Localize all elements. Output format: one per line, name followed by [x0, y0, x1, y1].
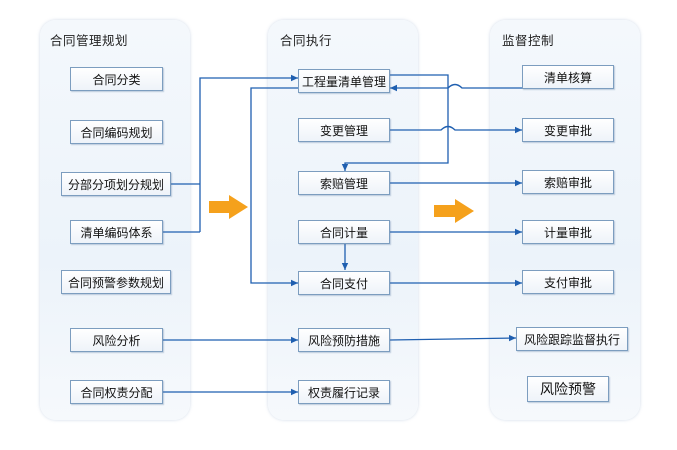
edge-prevention-to-tracking: [389, 334, 517, 342]
node-measurement-approval[interactable]: 计量审批: [522, 220, 614, 244]
node-risk-tracking[interactable]: 风险跟踪监督执行: [516, 327, 628, 351]
flow-arrow-execution-to-control: [434, 199, 474, 223]
lane-title-planning: 合同管理规划: [50, 33, 129, 48]
node-division-planning[interactable]: 分部分项划分规划: [61, 172, 171, 196]
edge-bill-check-feedback: [390, 83, 522, 92]
node-warning-parameter-planning[interactable]: 合同预警参数规划: [61, 270, 171, 294]
node-risk-analysis[interactable]: 风险分析: [70, 328, 163, 352]
lane-title-execution: 合同执行: [280, 33, 333, 48]
node-risk-warning[interactable]: 风险预警: [527, 376, 609, 402]
node-responsibility-record[interactable]: 权责履行记录: [298, 380, 390, 404]
edge-bus-to-bill-management: [199, 74, 298, 232]
flow-arrow-planning-to-execution: [209, 195, 248, 219]
edge-bill-management-to-payment: [250, 87, 298, 287]
lane-title-control: 监督控制: [502, 33, 555, 48]
node-contract-measurement[interactable]: 合同计量: [298, 220, 390, 244]
node-bill-coding-system[interactable]: 清单编码体系: [70, 220, 163, 244]
node-bill-management[interactable]: 工程量清单管理: [298, 69, 390, 93]
edge-bill-management-to-claim: [341, 74, 449, 171]
node-bill-check[interactable]: 清单核算: [522, 65, 614, 89]
node-contract-payment[interactable]: 合同支付: [298, 271, 390, 295]
node-claim-approval[interactable]: 索赔审批: [522, 170, 614, 194]
node-responsibility-allocation[interactable]: 合同权责分配: [70, 380, 163, 404]
node-contract-coding-planning[interactable]: 合同编码规划: [70, 120, 163, 144]
node-risk-prevention[interactable]: 风险预防措施: [298, 328, 390, 352]
edge-change-to-approval: [390, 125, 522, 134]
node-payment-approval[interactable]: 支付审批: [522, 270, 614, 294]
node-contract-classification[interactable]: 合同分类: [70, 67, 163, 91]
node-claim-management[interactable]: 索赔管理: [298, 171, 390, 195]
node-change-approval[interactable]: 变更审批: [522, 118, 614, 142]
node-change-management[interactable]: 变更管理: [298, 118, 390, 142]
